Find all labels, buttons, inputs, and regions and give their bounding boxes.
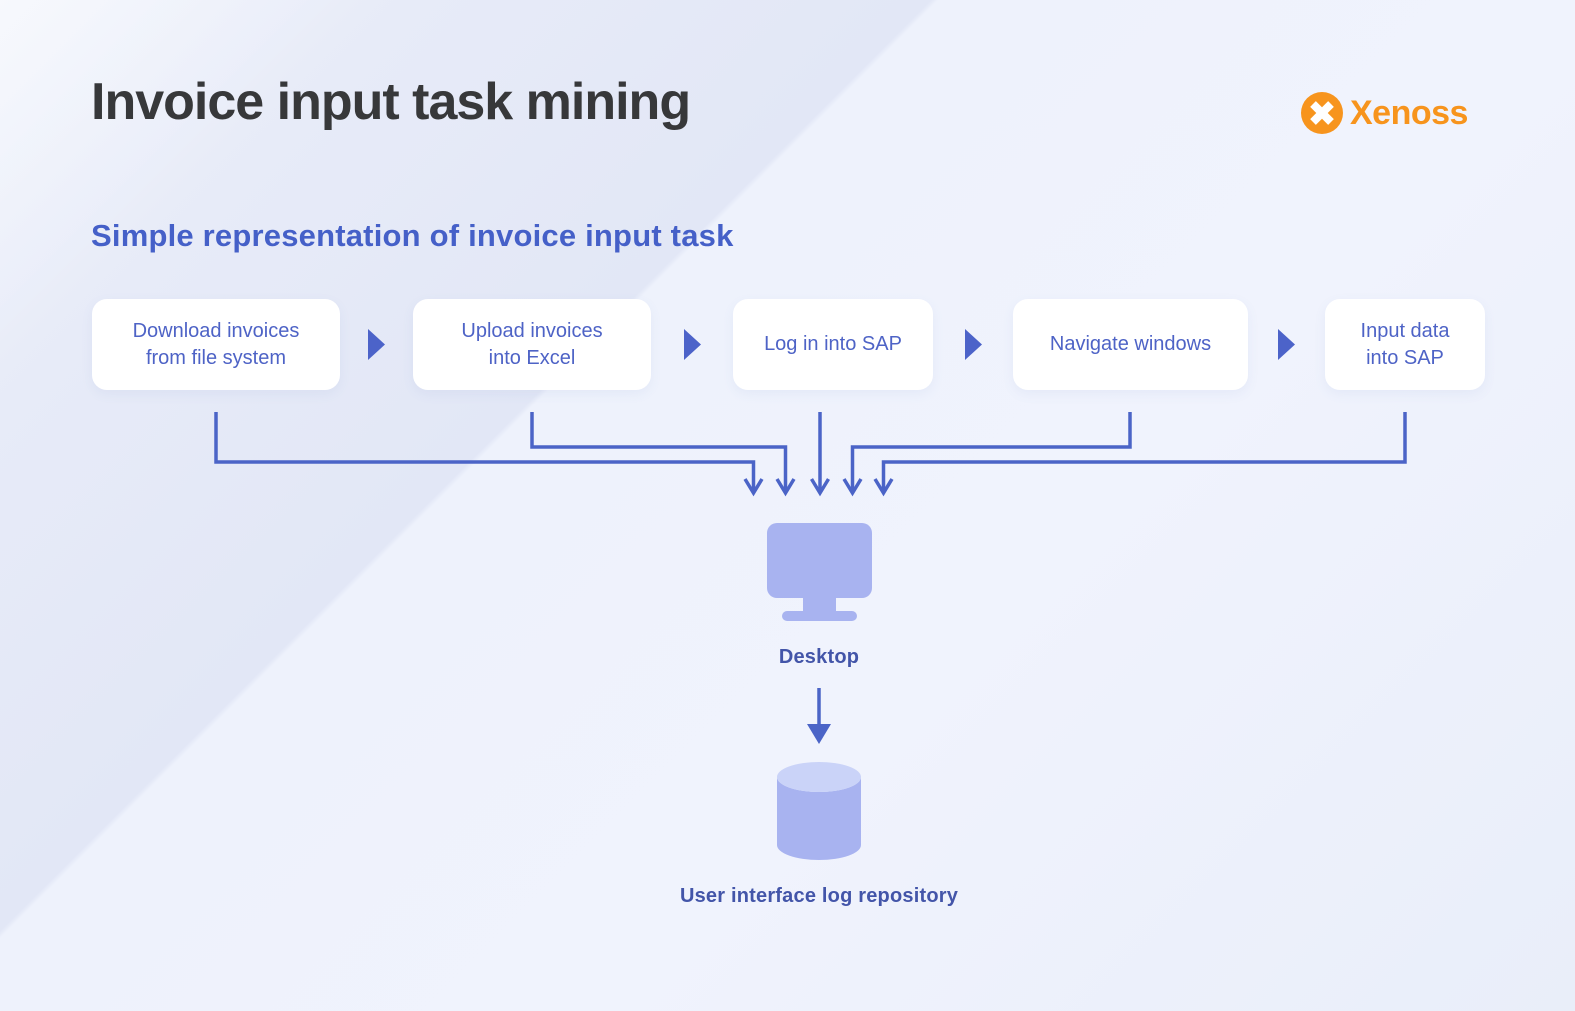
connector-line bbox=[214, 412, 756, 490]
repository-label: User interface log repository bbox=[679, 885, 959, 907]
step-login-sap: Log in into SAP bbox=[733, 299, 933, 390]
connector-line bbox=[530, 412, 788, 490]
brand-logo: Xenoss bbox=[1301, 92, 1468, 134]
arrow-down-icon bbox=[807, 688, 831, 744]
database-cylinder-icon bbox=[777, 762, 861, 860]
step-navigate-windows: Navigate windows bbox=[1013, 299, 1248, 390]
arrow-down-icon bbox=[743, 478, 764, 497]
step-input-data-sap: Input data into SAP bbox=[1325, 299, 1485, 390]
step-label: Input data into SAP bbox=[1360, 320, 1450, 369]
page-title: Invoice input task mining bbox=[91, 73, 691, 131]
arrow-down-icon bbox=[842, 478, 863, 497]
step-label: Navigate windows bbox=[1049, 333, 1212, 356]
brand-name: Xenoss bbox=[1350, 93, 1468, 132]
connector-line bbox=[850, 412, 1132, 490]
desktop-label: Desktop bbox=[778, 646, 860, 668]
desktop-monitor-icon bbox=[767, 523, 872, 621]
shutter-x-circle-icon bbox=[1301, 92, 1343, 134]
arrow-down-icon bbox=[775, 478, 796, 497]
arrow-down-icon bbox=[873, 478, 894, 497]
step-label: Log in into SAP bbox=[764, 333, 902, 356]
step-label: Download invoices from file system bbox=[132, 320, 300, 369]
connector-line bbox=[881, 412, 1407, 490]
step-label: Upload invoices into Excel bbox=[461, 320, 603, 369]
step-upload-invoices: Upload invoices into Excel bbox=[413, 299, 651, 390]
arrow-down-icon bbox=[810, 478, 830, 497]
step-download-invoices: Download invoices from file system bbox=[92, 299, 340, 390]
diagram-subtitle: Simple representation of invoice input t… bbox=[91, 218, 734, 253]
